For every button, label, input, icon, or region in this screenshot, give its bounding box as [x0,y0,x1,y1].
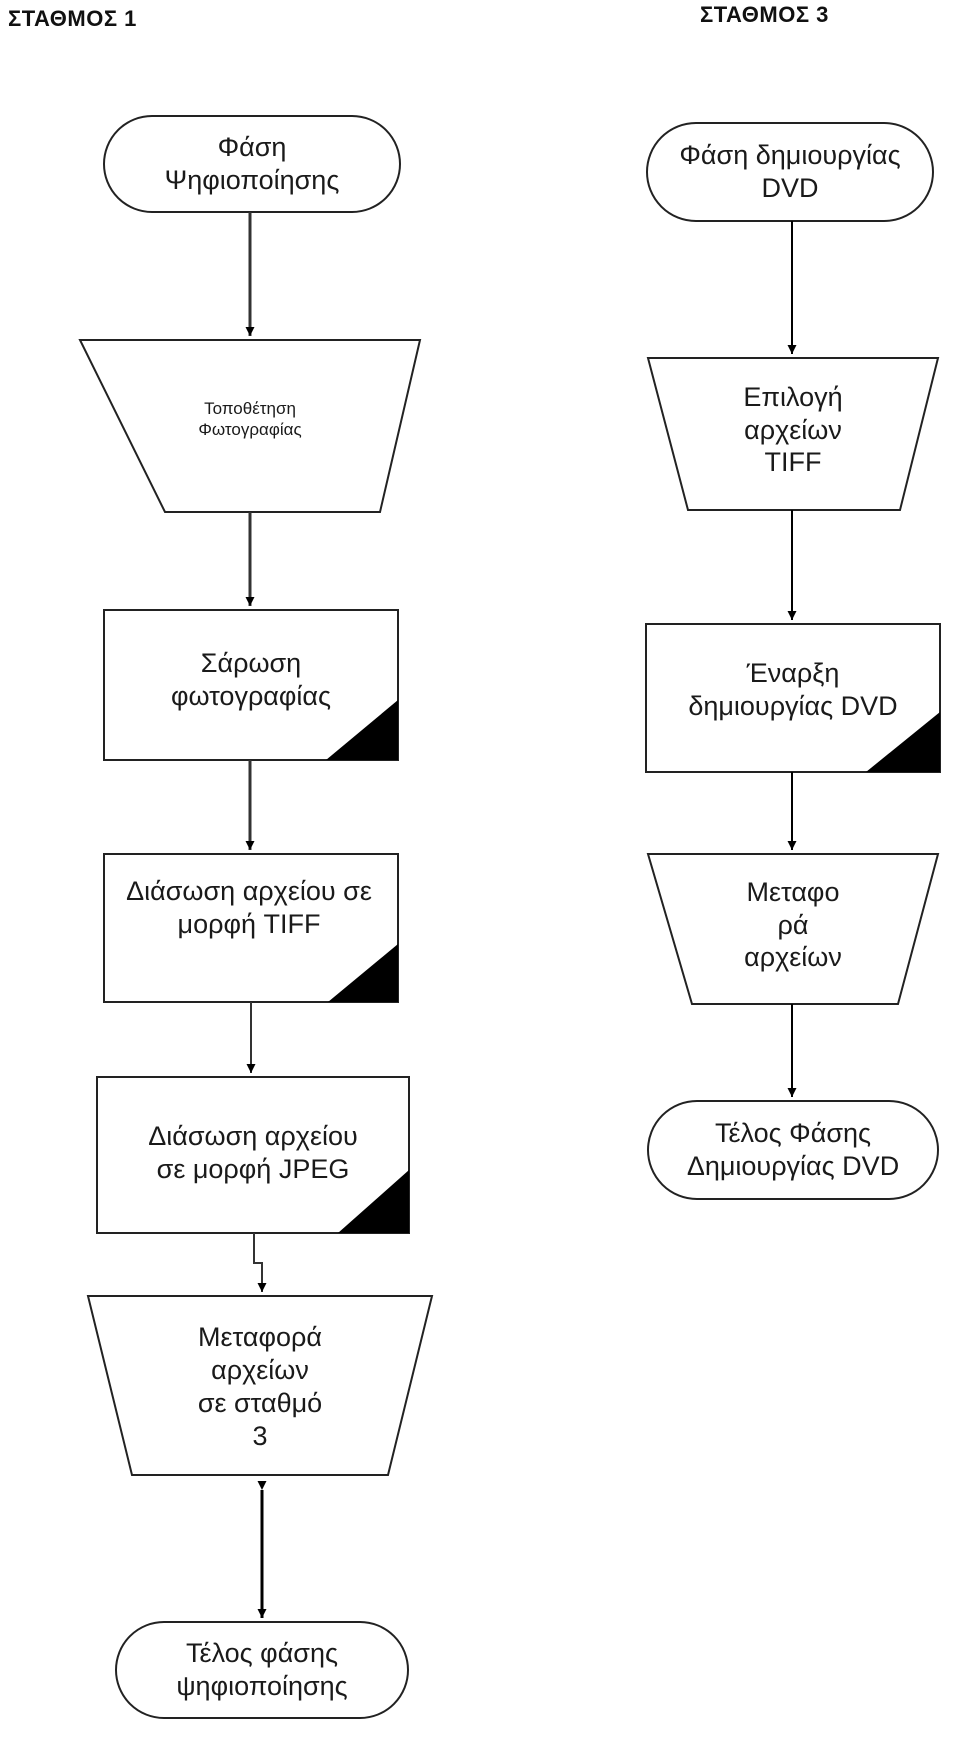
s1-arrow-jpeg-to-transfer [253,1233,267,1292]
s3-begin-dvd-process [645,623,941,773]
s1-save-jpeg-corner-mark [338,1170,409,1233]
s1-save-jpeg-process [96,1076,410,1234]
station-3-heading: ΣΤΑΘΜΟΣ 3 [700,2,829,27]
s1-save-tiff-corner-mark [328,944,398,1002]
station-1-heading: ΣΤΑΘΜΟΣ 1 [8,6,137,31]
s1-scan-process [103,609,399,761]
s1-scan-corner-mark [326,700,398,760]
s3-start-terminator [646,122,934,222]
s1-transfer-manual-op [86,1295,434,1476]
s3-select-tiff-manual-op [646,357,940,511]
s1-start-terminator [103,115,401,213]
s1-place-photo-manual-op [78,339,422,513]
s3-end-terminator [647,1100,939,1200]
s1-end-terminator [115,1621,409,1719]
s3-transfer-manual-op [646,853,940,1005]
s1-save-tiff-process [103,853,399,1003]
s3-begin-dvd-corner-mark [866,712,940,772]
